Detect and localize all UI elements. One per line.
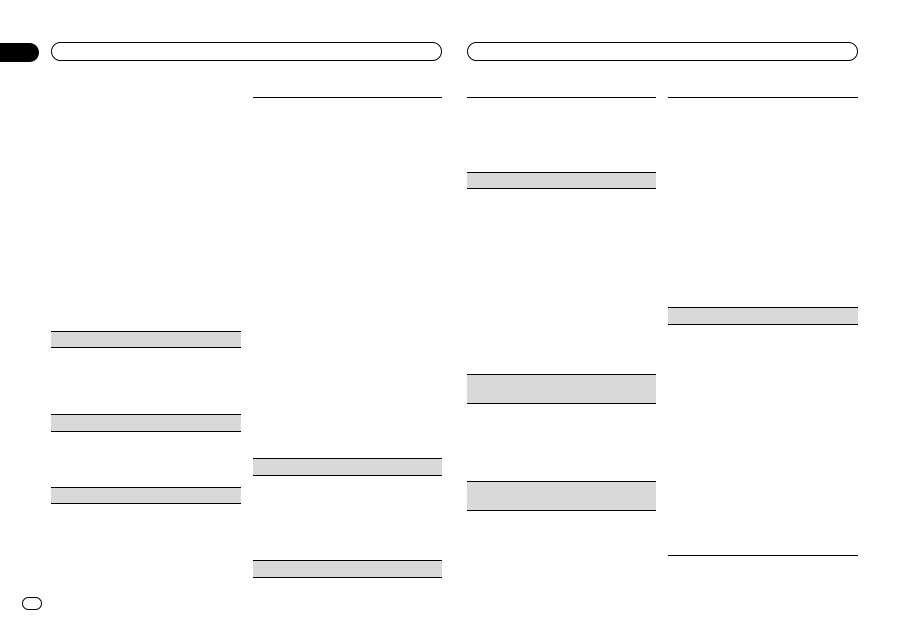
left-page-header [51,42,442,61]
column-bottom-rule-col4 [668,555,858,556]
column-top-rule-col2 [253,97,442,98]
section-heading-col2-2 [253,560,442,578]
section-heading-col2-1 [253,458,442,476]
column-top-rule-col3 [467,97,656,98]
section-heading-col1-2 [51,414,241,432]
chapter-tab [0,43,39,62]
section-heading-col1-1 [51,331,241,348]
section-heading-col4-1 [668,307,858,325]
section-heading-col3-3 [467,481,656,511]
section-heading-col3-2 [467,374,656,404]
right-page-header [467,42,858,61]
section-heading-col3-1 [467,172,656,189]
section-heading-col1-3 [51,487,241,504]
column-top-rule-col4 [668,97,858,98]
page-number-badge [22,597,42,610]
